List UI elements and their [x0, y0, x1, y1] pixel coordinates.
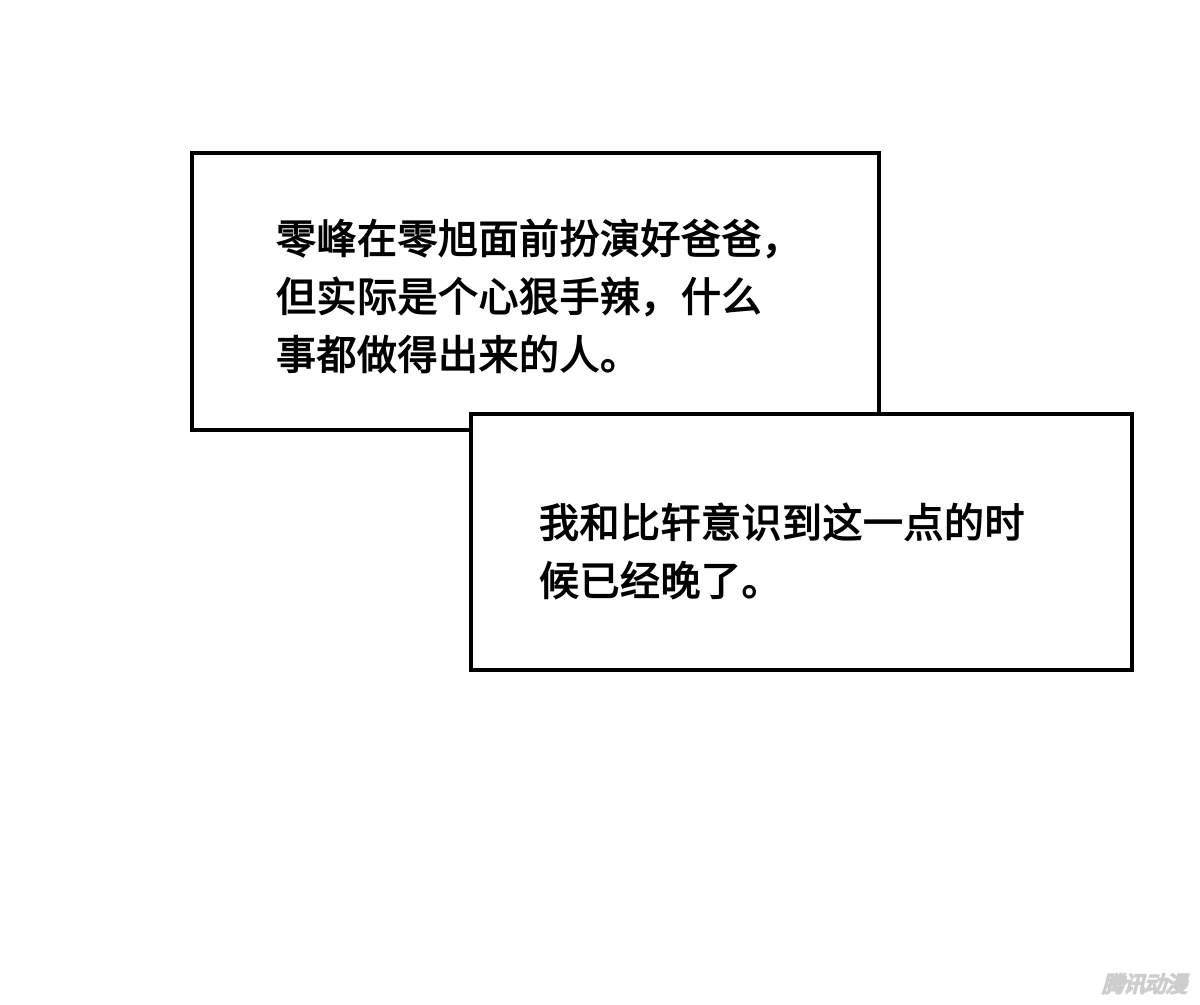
caption-text-2: 我和比轩意识到这一点的时 候已经晚了。: [539, 495, 1025, 611]
caption-1-line-1: 零峰在零旭面前扮演好爸爸，: [276, 217, 803, 263]
caption-1-line-2: 但实际是个心狠手辣，什么: [276, 275, 762, 321]
caption-box-2: 我和比轩意识到这一点的时 候已经晚了。: [469, 412, 1134, 672]
caption-1-line-3: 事都做得出来的人。: [276, 333, 641, 379]
watermark-logo: 腾讯动漫: [1101, 973, 1187, 999]
caption-2-line-1: 我和比轩意识到这一点的时: [539, 501, 1025, 547]
caption-2-line-2: 候已经晚了。: [539, 559, 782, 605]
caption-box-1: 零峰在零旭面前扮演好爸爸， 但实际是个心狠手辣，什么 事都做得出来的人。: [190, 151, 881, 432]
caption-text-1: 零峰在零旭面前扮演好爸爸， 但实际是个心狠手辣，什么 事都做得出来的人。: [276, 211, 803, 385]
